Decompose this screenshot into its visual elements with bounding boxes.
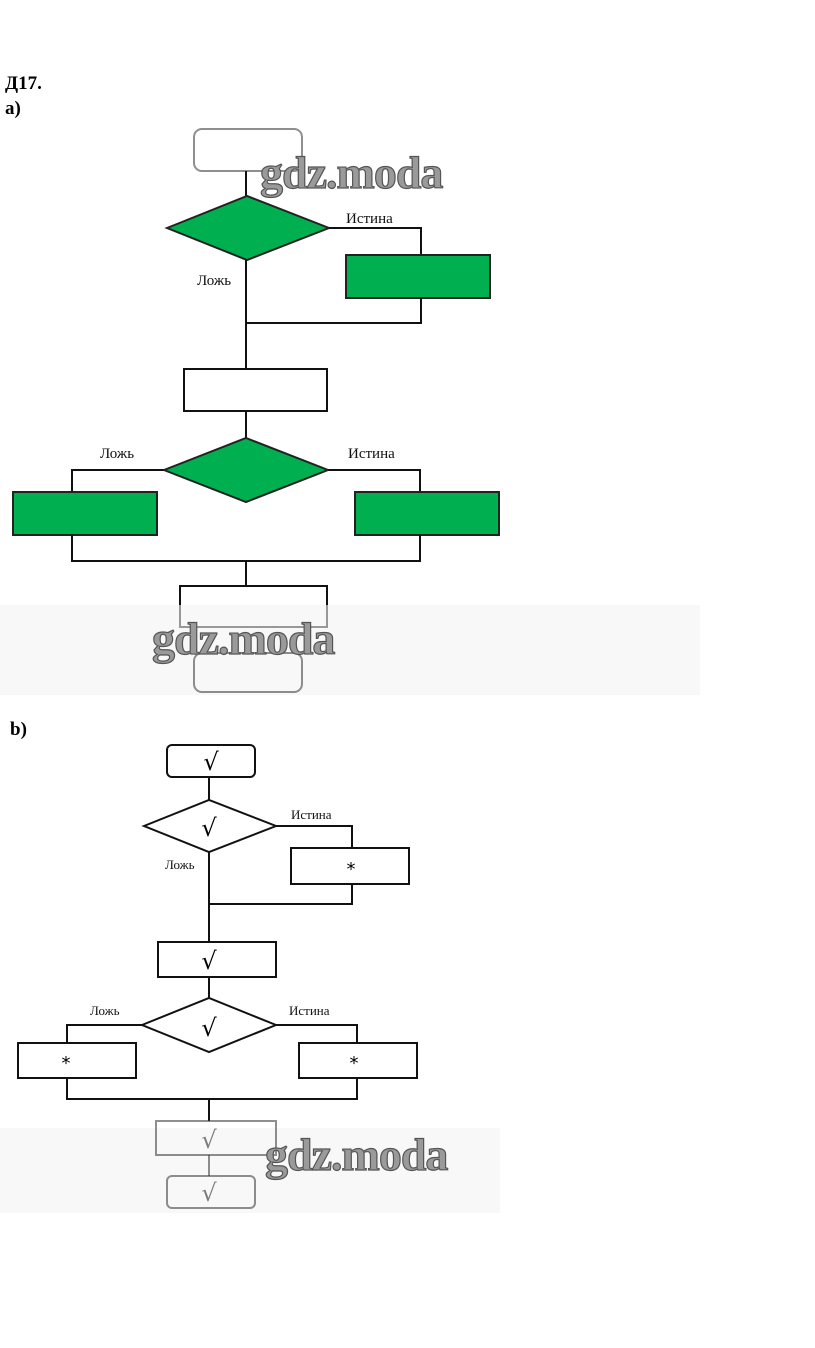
connector <box>71 535 421 586</box>
connector <box>209 884 353 905</box>
end-terminal <box>166 1175 256 1209</box>
check-mark: √ <box>201 1126 217 1154</box>
flowchart-b: √ √ Истина * Ложь √ √ Ложь Истина * * √ … <box>0 744 500 1213</box>
check-mark: √ <box>201 1014 217 1042</box>
false-action-box <box>12 491 158 536</box>
false-label: Ложь <box>90 1003 120 1018</box>
connector <box>71 469 421 492</box>
check-mark: √ <box>201 814 217 842</box>
asterisk: * <box>347 859 356 880</box>
true-label: Истина <box>348 446 395 462</box>
process-box <box>157 941 277 978</box>
check-mark: √ <box>201 947 217 975</box>
watermark: gdz.moda <box>152 613 335 664</box>
end-terminal <box>193 652 303 693</box>
asterisk: * <box>350 1053 359 1074</box>
watermark-band <box>0 605 700 695</box>
true-action-box <box>290 847 410 885</box>
true-action-box <box>345 254 491 299</box>
part-b-label: b) <box>10 719 27 740</box>
true-action-box <box>298 1042 418 1079</box>
connector <box>276 825 353 848</box>
decision-1 <box>164 194 332 262</box>
asterisk: * <box>62 1053 71 1074</box>
connector <box>66 1078 358 1121</box>
decision-2 <box>161 436 331 504</box>
false-action-box <box>17 1042 137 1079</box>
watermark: gdz.moda <box>265 1129 448 1180</box>
connector <box>66 1024 358 1043</box>
task-number: Д17. <box>5 73 42 94</box>
part-a-label: а) <box>5 98 21 119</box>
check-mark: √ <box>203 748 219 776</box>
watermark-band <box>0 1128 500 1213</box>
start-terminal <box>166 744 256 778</box>
connector <box>246 298 422 324</box>
watermark: gdz.moda <box>260 147 443 198</box>
true-label: Истина <box>289 1003 330 1018</box>
false-label: Ложь <box>197 273 231 289</box>
flowchart-a: Истина Ложь Ложь Истина gdz.moda gdz.mod… <box>0 128 700 695</box>
start-terminal <box>193 128 303 172</box>
process-box <box>183 368 328 412</box>
connector <box>329 227 422 255</box>
true-action-box <box>354 491 500 536</box>
true-label: Истина <box>346 211 393 227</box>
false-label: Ложь <box>100 446 134 462</box>
false-label: Ложь <box>165 857 195 872</box>
true-label: Истина <box>291 807 332 822</box>
check-mark: √ <box>201 1179 217 1207</box>
process-box-2 <box>155 1120 277 1156</box>
